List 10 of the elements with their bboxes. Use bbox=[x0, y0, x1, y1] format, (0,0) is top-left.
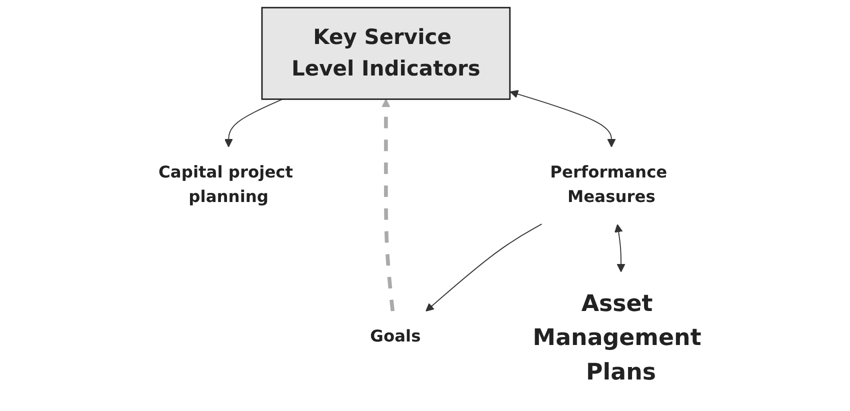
node-text: Performance Measures bbox=[550, 163, 668, 206]
node-text: Asset Management Plans bbox=[532, 290, 702, 386]
node-text: Goals bbox=[370, 327, 421, 346]
arrow bbox=[426, 224, 542, 312]
node-text: Capital project planning bbox=[158, 163, 294, 206]
arrow bbox=[382, 98, 395, 312]
arrow bbox=[614, 224, 626, 272]
arrow bbox=[510, 90, 616, 148]
arrow bbox=[224, 98, 284, 148]
node-box: Key Service Level Indicators bbox=[261, 6, 511, 100]
